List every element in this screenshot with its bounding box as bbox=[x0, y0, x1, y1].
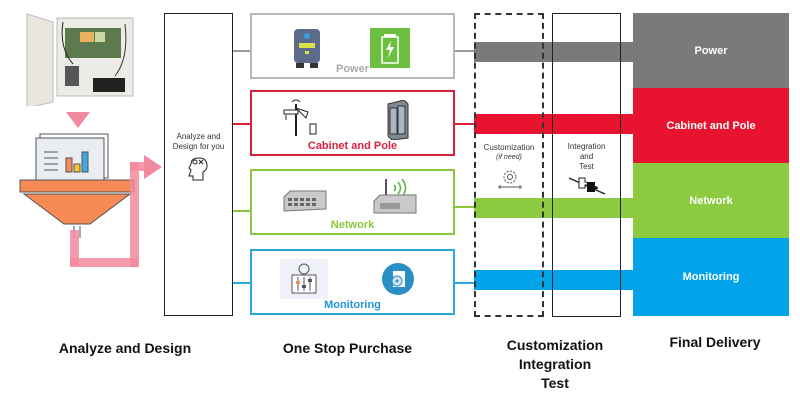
connector-monitoring-out bbox=[455, 282, 475, 284]
head-ideas-icon bbox=[185, 156, 211, 187]
stage-one-stop-purchase: One Stop Purchase bbox=[282, 340, 413, 356]
analyze-design-box: Analyze and Design for you bbox=[164, 13, 233, 316]
delivery-power: Power bbox=[633, 13, 789, 88]
stage-final-delivery: Final Delivery bbox=[669, 334, 761, 350]
delivery-network: Network bbox=[633, 163, 789, 238]
funnel-icon bbox=[18, 128, 140, 240]
flow-connector bbox=[70, 230, 79, 266]
category-cabinet-pole: Cabinet and Pole bbox=[250, 90, 455, 156]
band-monitoring bbox=[474, 270, 636, 290]
smart-pole-icon bbox=[280, 98, 322, 143]
analyze-box-line1: Analyze and bbox=[176, 132, 221, 141]
customization-line1: Customization bbox=[483, 143, 535, 152]
stage-line: Integration bbox=[518, 356, 592, 372]
category-label: Network bbox=[330, 219, 375, 231]
arrow-down-icon bbox=[66, 112, 90, 128]
category-label: Cabinet and Pole bbox=[307, 140, 398, 152]
analyze-box-line2: Design for you bbox=[172, 142, 225, 151]
stage-customization-integration-test: Customization Integration Test bbox=[485, 336, 625, 393]
delivery-label: Monitoring bbox=[682, 271, 740, 283]
customization-box: Customization (if need) bbox=[474, 13, 544, 317]
category-power: Power bbox=[250, 13, 455, 79]
flow-connector bbox=[130, 162, 146, 171]
integration-box: Integration and Test bbox=[552, 13, 621, 317]
wireless-router-icon bbox=[372, 175, 420, 222]
puzzle-icon bbox=[567, 174, 607, 201]
category-network: Network bbox=[250, 169, 455, 235]
delivery-label: Power bbox=[694, 44, 728, 57]
connector-cabinet bbox=[233, 123, 250, 125]
integration-line3: Test bbox=[579, 162, 594, 171]
customization-line2: (if need) bbox=[496, 154, 522, 161]
flow-connector bbox=[130, 162, 139, 267]
delivery-monitoring: Monitoring bbox=[633, 238, 789, 316]
band-network bbox=[474, 198, 636, 218]
connector-network-out bbox=[455, 206, 475, 208]
stage-line: Test bbox=[541, 375, 569, 391]
arrow-right-icon bbox=[144, 155, 162, 179]
cabinet-icon bbox=[384, 99, 410, 145]
integration-line1: Integration bbox=[567, 142, 606, 151]
connector-cabinet-out bbox=[455, 123, 475, 125]
delivery-label: Network bbox=[689, 194, 733, 207]
connector-monitoring bbox=[233, 282, 250, 284]
connector-power-out bbox=[455, 50, 475, 52]
category-label: Monitoring bbox=[324, 299, 381, 311]
power-supply-icon bbox=[292, 27, 322, 74]
gear-wrench-icon bbox=[496, 167, 524, 196]
switch-icon bbox=[282, 189, 328, 218]
flow-connector bbox=[70, 258, 138, 267]
connector-power bbox=[233, 50, 250, 52]
software-disc-icon bbox=[382, 263, 414, 295]
category-label: Power bbox=[335, 63, 369, 75]
category-monitoring: Monitoring bbox=[250, 249, 455, 315]
stage-analyze-design: Analyze and Design bbox=[58, 340, 192, 356]
connector-network bbox=[233, 210, 250, 212]
battery-icon bbox=[370, 28, 410, 68]
integration-line2: and bbox=[579, 152, 594, 161]
band-cabinet bbox=[474, 114, 636, 134]
band-power bbox=[474, 42, 636, 62]
delivery-cabinet-pole: Cabinet and Pole bbox=[633, 88, 789, 163]
power-enclosure-image bbox=[25, 8, 135, 109]
delivery-label: Cabinet and Pole bbox=[666, 119, 756, 132]
stage-line: Customization bbox=[506, 337, 604, 353]
control-panel-icon bbox=[280, 259, 328, 299]
